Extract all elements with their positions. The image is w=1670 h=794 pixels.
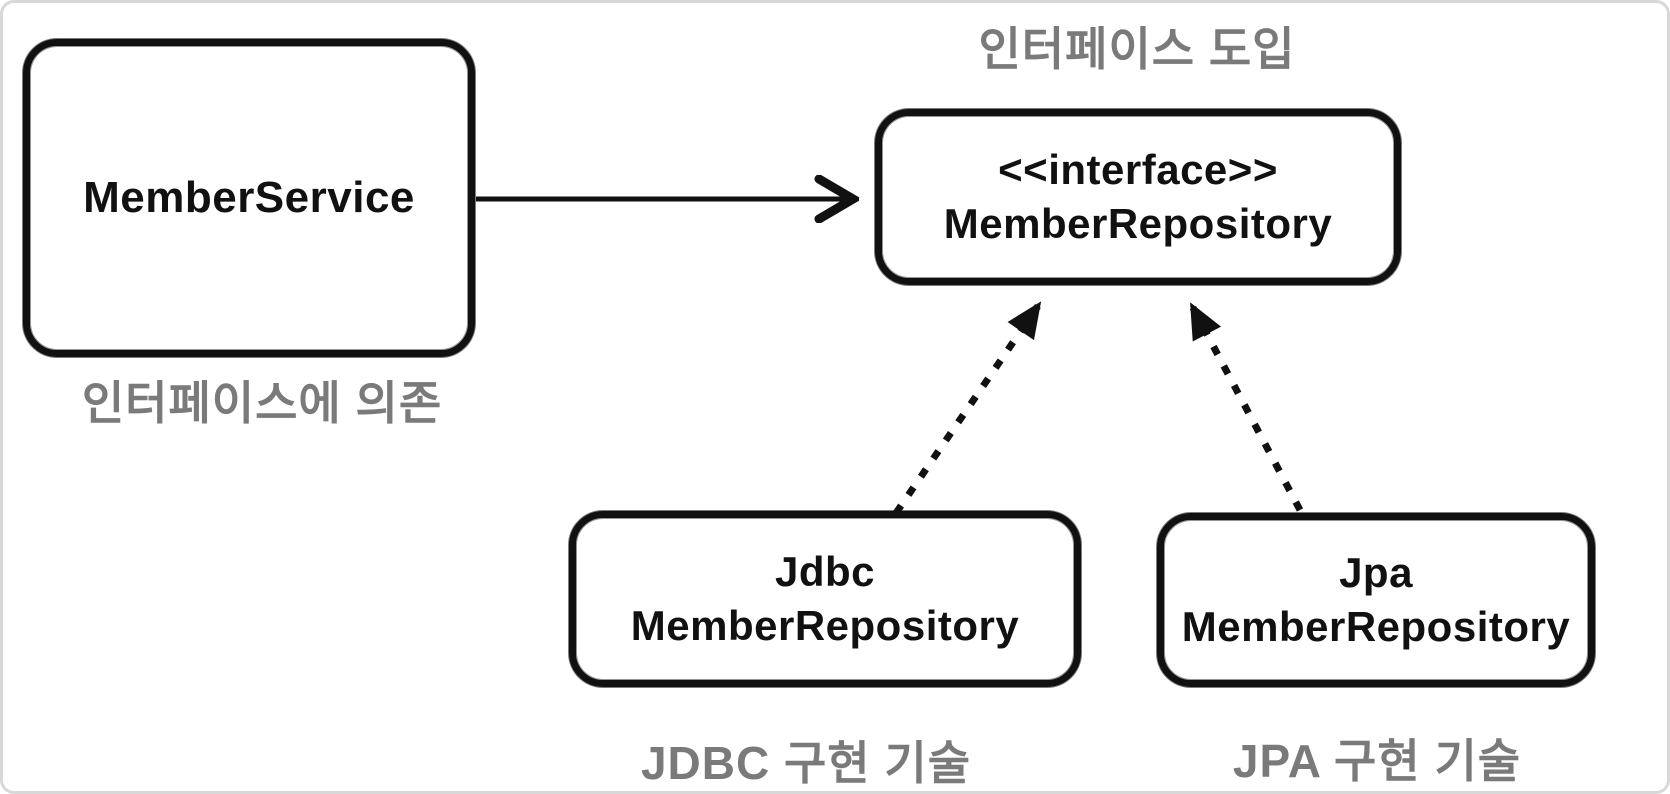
jpa-member-repository-node: Jpa MemberRepository <box>1157 513 1595 687</box>
jdbc-node-label-line1: Jdbc <box>774 548 876 595</box>
label-jpa-implementation: JPA 구현 기술 <box>1232 735 1522 787</box>
member-repository-interface-node: <<interface>> MemberRepository <box>875 109 1401 285</box>
label-jdbc-implementation: JDBC 구현 기술 <box>640 737 972 789</box>
jpa-node-label-line1: Jpa <box>1339 549 1413 596</box>
label-depends-on-interface: 인터페이스에 의존 <box>81 377 443 429</box>
jdbc-member-repository-node: Jdbc MemberRepository <box>569 511 1081 687</box>
member-service-node: MemberService <box>23 39 475 357</box>
implements-arrow-jdbc <box>893 301 1043 515</box>
jpa-node-label-line2: MemberRepository <box>1181 603 1571 650</box>
interface-name-label: MemberRepository <box>943 200 1333 247</box>
implements-arrow-jpa <box>1187 302 1304 512</box>
interface-stereotype-label: <<interface>> <box>998 146 1278 193</box>
label-interface-intro: 인터페이스 도입 <box>978 23 1296 75</box>
member-service-label: MemberService <box>83 173 415 222</box>
jdbc-node-label-line2: MemberRepository <box>630 602 1020 649</box>
